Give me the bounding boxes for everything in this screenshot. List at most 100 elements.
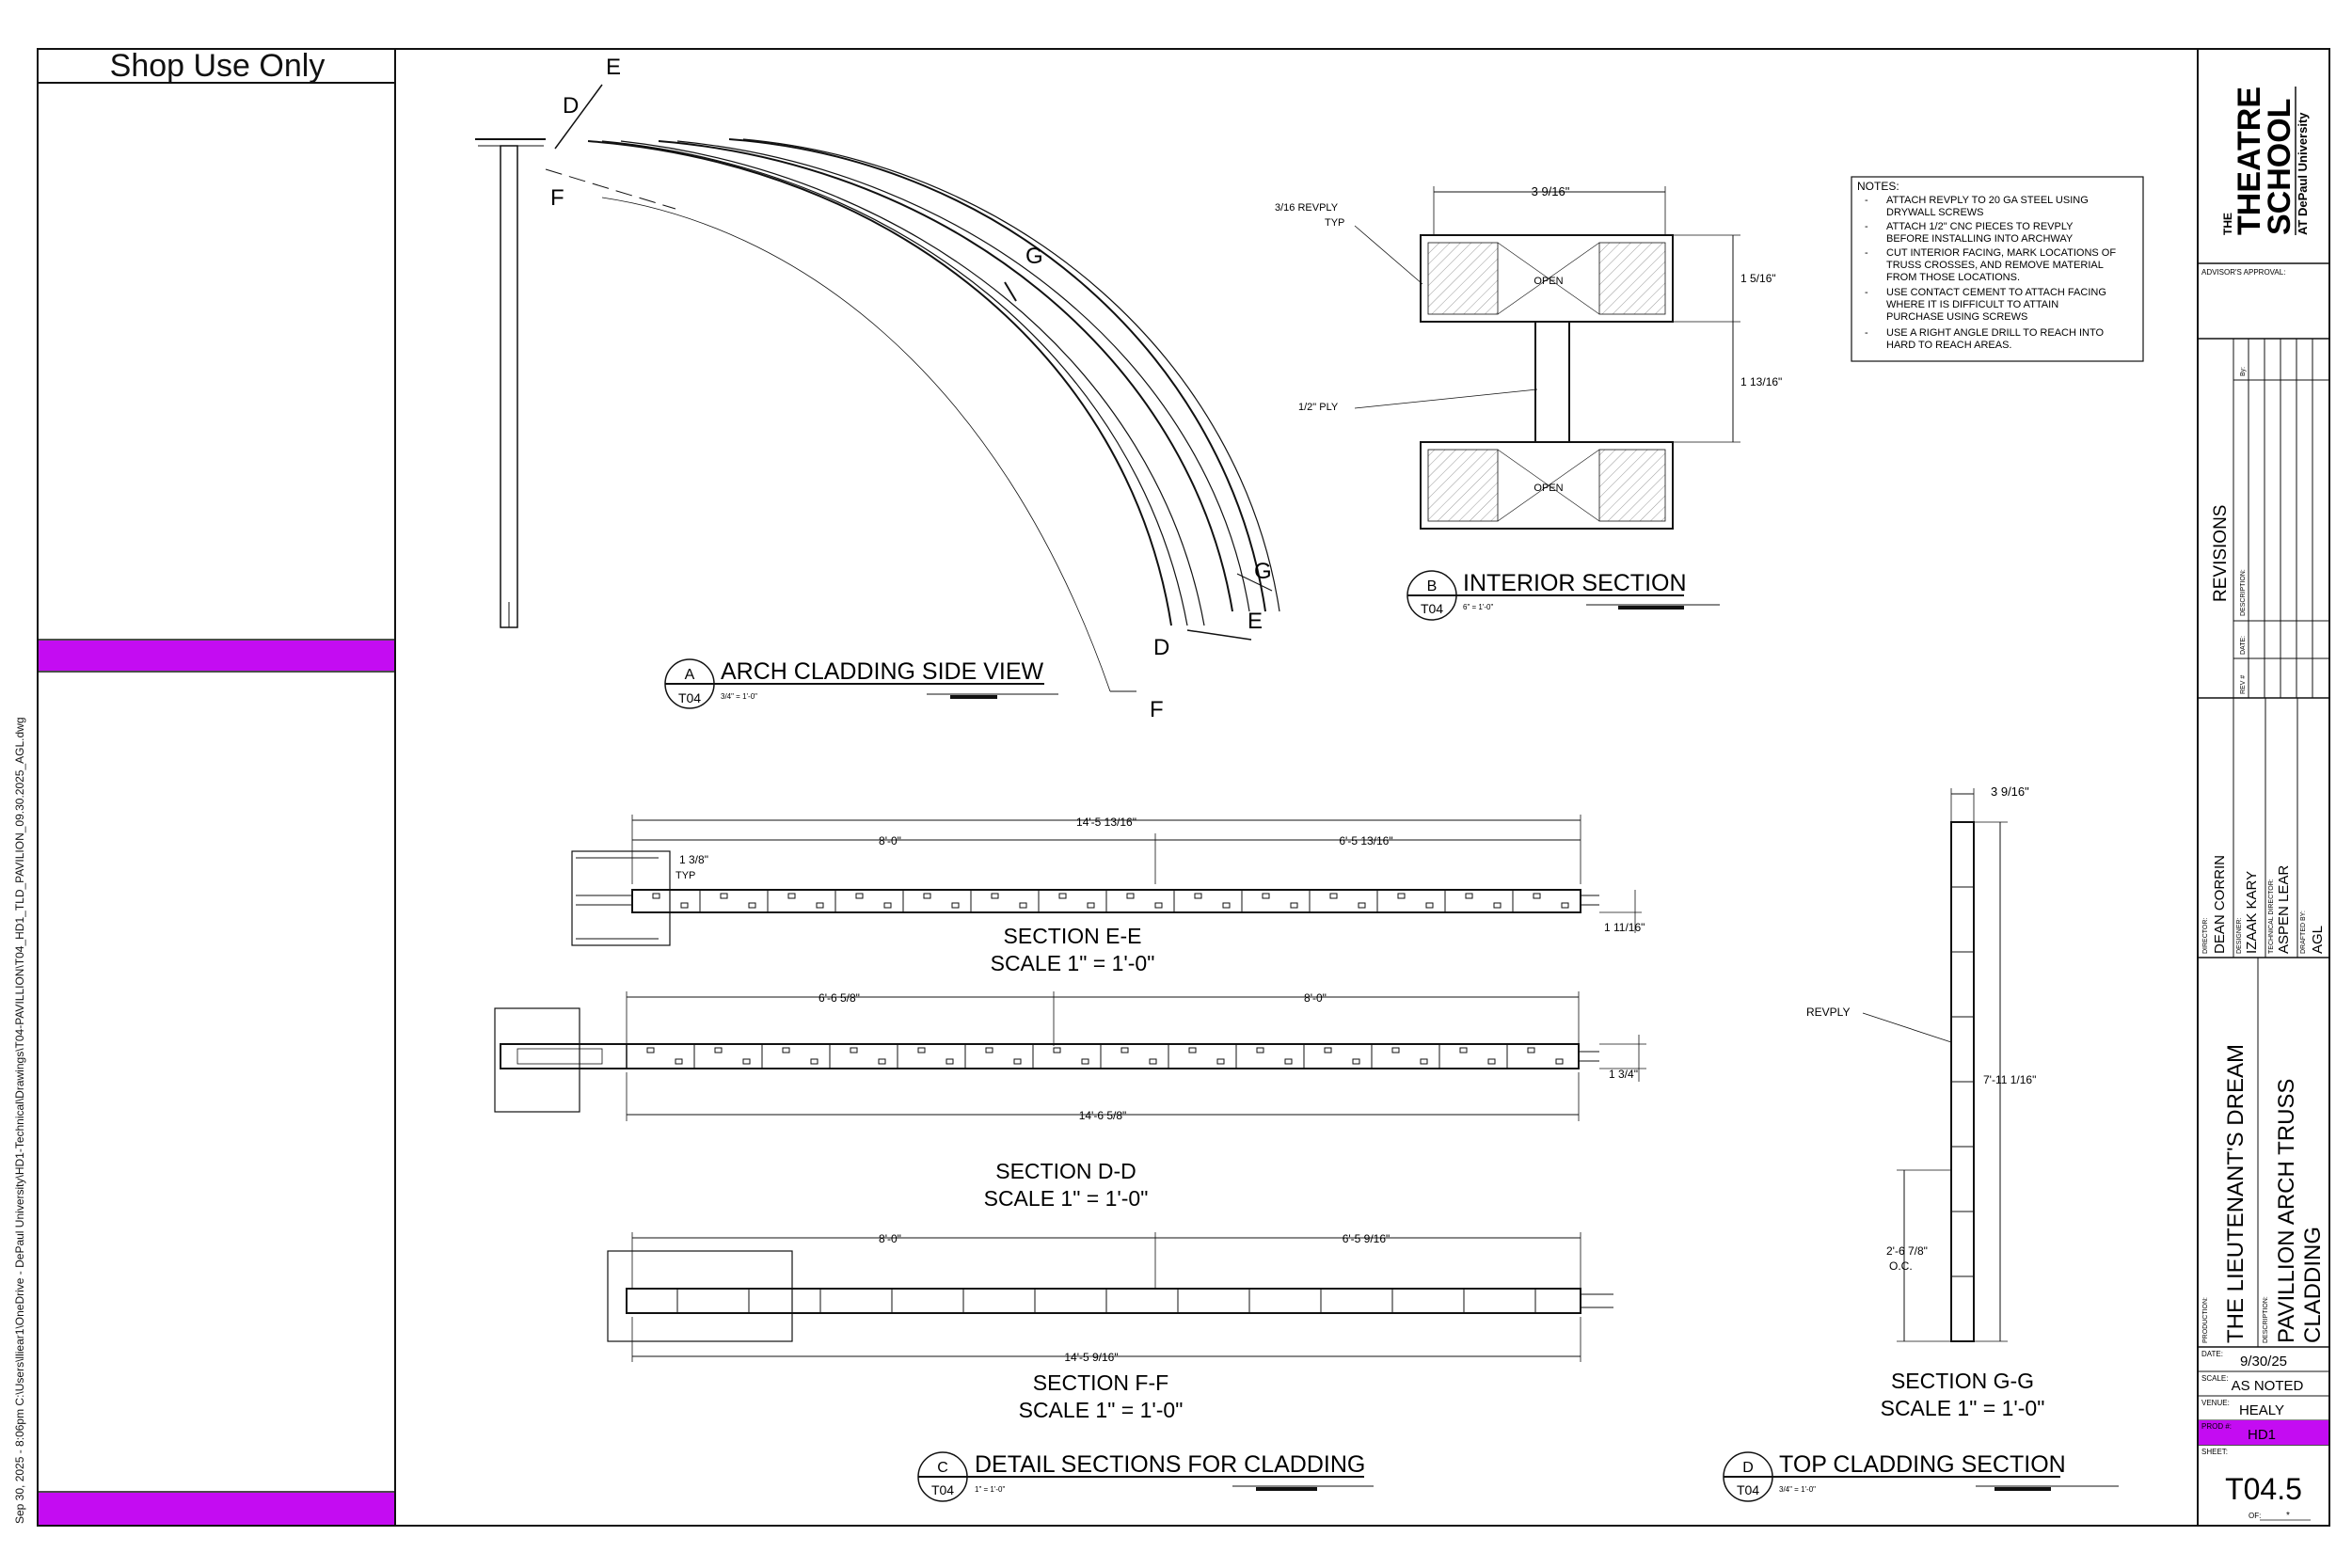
section-mark-f-bottom: F — [1150, 697, 1164, 722]
note-3-line-3: FROM THOSE LOCATIONS. — [1886, 272, 2020, 283]
venue-label: VENUE: — [2201, 1399, 2230, 1407]
gg-width-dim: 3 9/16" — [1991, 784, 2029, 799]
section-ee — [571, 815, 1642, 946]
shop-magenta-band-2 — [39, 1493, 394, 1525]
view-c-letter: C — [937, 1460, 948, 1476]
section-mark-d-bottom: D — [1153, 635, 1169, 660]
note-4-line-1: USE CONTACT CEMENT TO ATTACH FACING — [1886, 287, 2106, 298]
view-label-d — [1723, 1451, 2119, 1502]
view-d-title: TOP CLADDING SECTION — [1779, 1451, 2066, 1478]
production-name: THE LIEUTENANT'S DREAM — [2223, 1044, 2249, 1343]
description-line-2: CLADDING — [2300, 1227, 2326, 1343]
section-gg — [1862, 788, 2008, 1342]
interior-dim-web: 1 13/16" — [1740, 375, 1782, 388]
gg-revply-label: REVPLY — [1806, 1006, 1850, 1019]
interior-dim-top-height: 1 5/16" — [1740, 272, 1776, 285]
notes-list: - ATTACH REVPLY TO 20 GA STEEL USING DRY… — [1865, 195, 2116, 351]
ee-left-dim: 8'-0" — [879, 834, 901, 847]
director-name: DEAN CORRIN — [2212, 855, 2228, 954]
ff-scale: SCALE 1" = 1'-0" — [1019, 1398, 1184, 1422]
scale-label: SCALE: — [2201, 1374, 2228, 1383]
scale-value: AS NOTED — [2232, 1378, 2304, 1394]
interior-section — [1354, 186, 1740, 530]
svg-text:-: - — [1865, 195, 1868, 206]
notes-box — [1851, 176, 2144, 362]
logo-the: THE — [2221, 213, 2234, 235]
prod-no-label: PROD #: — [2201, 1422, 2232, 1431]
view-c-sheet: T04 — [931, 1482, 954, 1497]
director-label: DIRECTOR: — [2202, 918, 2209, 954]
view-label-b — [1406, 570, 1720, 621]
view-a-letter: A — [685, 667, 695, 683]
designer-label: DESIGNER: — [2236, 917, 2243, 954]
production-label: PRODUCTION: — [2202, 1297, 2209, 1343]
interior-open-bottom: OPEN — [1534, 483, 1563, 494]
advisor-label: ADVISOR'S APPROVAL: — [2201, 268, 2285, 277]
ee-scale: SCALE 1" = 1'-0" — [991, 951, 1155, 975]
note-4-line-2: WHERE IT IS DIFFICULT TO ATTAIN — [1886, 299, 2058, 310]
td-label: TECHNICAL DIRECTOR: — [2268, 879, 2275, 954]
note-5-line-2: HARD TO REACH AREAS. — [1886, 340, 2011, 351]
logo-depaul: AT DePaul University — [2296, 112, 2310, 235]
dd-height-dim: 1 3/4" — [1609, 1068, 1638, 1081]
of-value: * — [2286, 1511, 2290, 1521]
rev-col-label: REV # — [2240, 675, 2247, 694]
note-3-line-2: TRUSS CROSSES, AND REMOVE MATERIAL — [1886, 260, 2104, 271]
view-c-title: DETAIL SECTIONS FOR CLADDING — [975, 1451, 1365, 1478]
ee-right-dim: 6'-5 13/16" — [1339, 834, 1392, 847]
interior-revply-label: 3/16 REVPLY — [1275, 202, 1339, 214]
ee-title: SECTION E-E — [1004, 924, 1142, 948]
view-c-scale: 1" = 1'-0" — [975, 1485, 1005, 1494]
description-line-1: PAVILLION ARCH TRUSS — [2274, 1079, 2299, 1343]
of-label: OF: — [2249, 1512, 2261, 1520]
section-mark-d-top: D — [563, 93, 579, 119]
ee-height-dim: 1 11/16" — [1604, 921, 1645, 934]
arch-side-view — [475, 84, 1280, 692]
view-a-sheet: T04 — [678, 690, 701, 705]
interior-ply-label: 1/2" PLY — [1298, 402, 1339, 413]
date-col-label: DATE: — [2240, 636, 2247, 655]
logo-school: SCHOOL — [2262, 99, 2297, 235]
view-d-scale: 3/4" = 1'-0" — [1779, 1485, 1816, 1494]
view-a-scale: 3/4" = 1'-0" — [721, 692, 757, 701]
section-ff — [607, 1232, 1613, 1362]
description-col-label: DESCRIPTION: — [2240, 569, 2247, 616]
view-a-title: ARCH CLADDING SIDE VIEW — [721, 658, 1044, 685]
gg-title: SECTION G-G — [1891, 1369, 2034, 1393]
td-name: ASPEN LEAR — [2276, 865, 2292, 954]
revisions-title: REVISIONS — [2211, 505, 2231, 602]
svg-text:-: - — [1865, 287, 1868, 298]
interior-open-top: OPEN — [1534, 276, 1563, 287]
section-mark-e-top: E — [606, 55, 621, 80]
section-mark-f-top: F — [550, 185, 564, 211]
gg-oc-label: O.C. — [1889, 1259, 1913, 1273]
ee-overall-dim: 14'-5 13/16" — [1076, 816, 1136, 829]
date-label: DATE: — [2201, 1350, 2223, 1358]
sheet-border — [37, 48, 2330, 1527]
ee-typ-dim: 1 3/8" — [679, 853, 708, 866]
logo-theatre: THEATRE — [2232, 87, 2267, 235]
view-b-letter: B — [1427, 578, 1438, 594]
sheet-label: SHEET: — [2201, 1448, 2228, 1456]
section-mark-e-bottom: E — [1248, 609, 1263, 634]
gg-oc-dim: 2'-6 7/8" — [1886, 1244, 1928, 1258]
ff-title: SECTION F-F — [1033, 1370, 1168, 1395]
notes-heading: NOTES: — [1857, 180, 1899, 193]
designer-name: IZAAK KARY — [2244, 871, 2260, 954]
ff-right-dim: 6'-5 9/16" — [1343, 1232, 1391, 1245]
shop-magenta-band-1 — [39, 641, 394, 671]
view-b-sheet: T04 — [1421, 601, 1443, 616]
ff-overall-dim: 14'-5 9/16" — [1064, 1351, 1118, 1364]
view-label-a — [664, 658, 1058, 709]
gg-length-dim: 7'-11 1/16" — [1983, 1073, 2036, 1086]
date-value: 9/30/25 — [2240, 1354, 2287, 1370]
note-4-line-3: PURCHASE USING SCREWS — [1886, 311, 2027, 323]
drafted-name: AGL — [2310, 926, 2326, 954]
view-d-letter: D — [1742, 1460, 1754, 1476]
description-label: DESCRIPTION: — [2263, 1296, 2269, 1343]
note-3-line-1: CUT INTERIOR FACING, MARK LOCATIONS OF — [1886, 247, 2116, 259]
dd-title: SECTION D-D — [995, 1159, 1136, 1183]
